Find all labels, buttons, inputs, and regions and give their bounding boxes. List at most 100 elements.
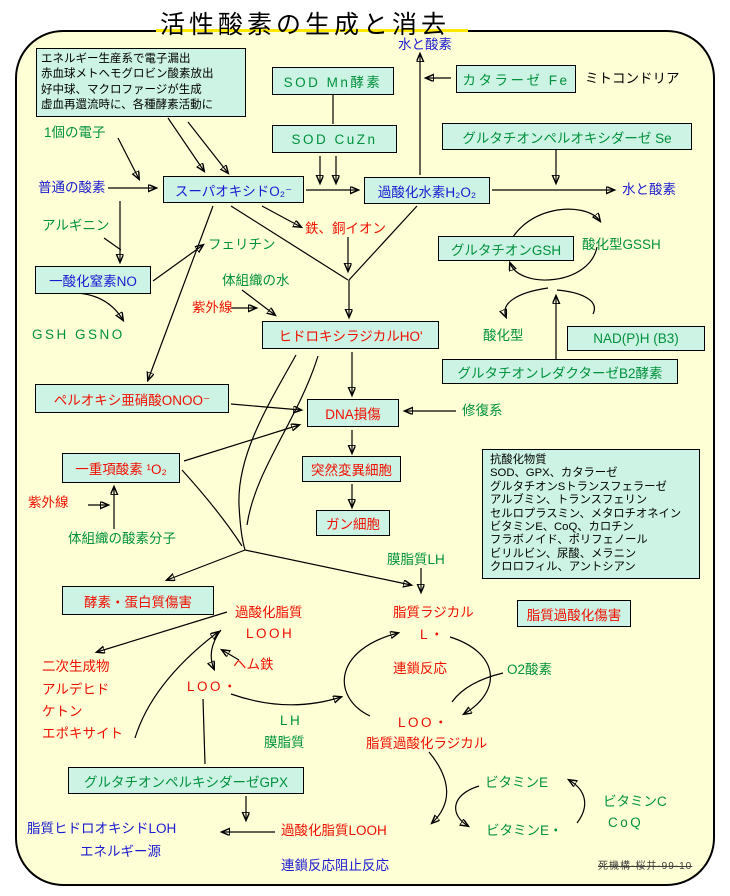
arrow-line xyxy=(183,425,299,462)
arrow-line xyxy=(569,780,586,824)
label-vitamin-e: ビタミンE xyxy=(485,775,549,790)
label-energy-source: エネルギー源 xyxy=(80,844,161,859)
arrow-line xyxy=(167,117,204,171)
info-line: 赤血球メトヘモグロビン酸素放出 xyxy=(41,68,214,81)
label-signature: 死機構-桜井-99-10 xyxy=(598,861,693,872)
label-oxidized: 酸化型 xyxy=(483,328,524,343)
label-vitamin-c: ビタミンC xyxy=(603,794,667,809)
antioxidant-line: 抗酸化物質 xyxy=(490,454,547,466)
label-uv-upper: 紫外線 xyxy=(192,300,233,315)
arrow-line xyxy=(117,137,139,179)
arrow-line xyxy=(449,636,491,714)
arrow-line xyxy=(167,549,246,580)
antioxidant-line: グルタチオンSトランスフェラーゼ xyxy=(490,480,667,493)
antioxidant-line: SOD、GPX、カタラーゼ xyxy=(490,467,618,480)
arrow-line xyxy=(152,245,203,282)
node-singlet-oxygen: 一重項酸素 ¹O₂ xyxy=(62,453,180,483)
label-lipid-peroxidation-radical: 脂質過酸化ラジカル xyxy=(366,736,488,751)
label-chain-reaction: 連鎖反応 xyxy=(393,661,447,676)
label-secondary-products: 二次生成物 xyxy=(42,659,110,674)
label-membrane-lipid-lh: 膜脂質LH xyxy=(387,552,445,567)
node-enzyme-protein-damage: 酵素・蛋白質傷害 xyxy=(62,586,214,615)
label-lipid-peroxide: 過酸化脂質 xyxy=(235,605,303,620)
label-arginine: アルギニン xyxy=(42,218,110,233)
arrow-line xyxy=(181,469,243,547)
label-one-electron: 1個の電子 xyxy=(44,125,106,140)
info-line: 虚血再還流時に、各種酵素活動に xyxy=(41,98,214,111)
antioxidant-line: クロロフィル、アントシアン xyxy=(490,561,636,574)
node-nitric-oxide: 一酸化窒素NO xyxy=(35,266,151,294)
arrow-line xyxy=(187,121,228,173)
arrow-line xyxy=(343,633,398,717)
info-line: 好中球、マクロファージが生成 xyxy=(41,83,202,96)
arrow-line xyxy=(241,289,275,315)
arrow-line xyxy=(261,205,301,227)
node-nadph-b3: NAD(P)H (B3) xyxy=(567,326,705,351)
label-l-radical: L・ xyxy=(420,627,447,642)
label-gsh-gsno: GSH GSNO xyxy=(32,327,125,342)
label-water-oxygen-top: 水と酸素 xyxy=(398,37,452,52)
arrow-line xyxy=(505,287,549,317)
label-oxidized-gssh: 酸化型GSSH xyxy=(582,237,661,252)
label-lipid-peroxide-looh-bottom: 過酸化脂質LOOH xyxy=(281,823,387,838)
arrow-line xyxy=(244,549,411,585)
label-iron-copper-ion: 鉄、銅イオン xyxy=(305,221,386,236)
antioxidant-line: フラボノイド、ポリフェノール xyxy=(490,534,648,547)
antioxidants-box: 抗酸化物質 SOD、GPX、カタラーゼ グルタチオンSトランスフェラーゼ アルブ… xyxy=(482,449,700,579)
label-loo-left: LOO・ xyxy=(187,679,240,694)
label-coq: CoQ xyxy=(608,815,644,830)
label-lh: LH xyxy=(280,713,303,728)
label-epoxide: エポキサイト xyxy=(42,726,123,741)
label-looh-mid: LOOH xyxy=(246,626,295,641)
node-hydrogen-peroxide: 過酸化水素H₂O₂ xyxy=(364,177,490,204)
node-glutathione-peroxidase-se: グルタチオンペルオキシダーゼ Se xyxy=(442,123,692,150)
info-line: エネルギー生産系で電子漏出 xyxy=(41,53,191,65)
node-superoxide: スーパオキシドO₂⁻ xyxy=(163,176,304,203)
arrow-line xyxy=(455,785,480,826)
label-aldehyde: アルデヒド xyxy=(42,682,110,697)
label-lipid-radical: 脂質ラジカル xyxy=(393,605,474,620)
node-catalase-fe: カタラーゼ Fe xyxy=(456,65,576,93)
node-sod-mn: SOD Mn酵素 xyxy=(272,67,394,95)
label-vitamin-e-radical: ビタミンE・ xyxy=(486,823,563,838)
arrow-line xyxy=(556,289,595,315)
node-lipid-peroxidation-damage: 脂質過酸化傷害 xyxy=(517,600,631,627)
arrow-line xyxy=(202,698,206,765)
label-tissue-water: 体組織の水 xyxy=(222,273,290,288)
label-lipid-hydroxide-loh: 脂質ヒドロオキシドLOH xyxy=(27,821,177,836)
arrow-line xyxy=(451,672,504,703)
node-peroxynitrite: ペルオキシ亜硝酸ONOO⁻ xyxy=(35,384,229,413)
arrow-line xyxy=(238,354,297,551)
antioxidant-line: セルロプラスミン、メタロチオネイン xyxy=(490,507,682,520)
node-sod-cuzn: SOD CuZn xyxy=(272,125,397,153)
node-glutathione-peroxidase-gpx: グルタチオンペルキシダーゼGPX xyxy=(68,767,304,794)
arrow-line xyxy=(230,693,341,706)
label-loo-bottom: LOO・ xyxy=(398,715,451,730)
label-mitochondria: ミトコンドリア xyxy=(585,71,680,86)
arrow-line xyxy=(230,205,349,281)
arrow-line xyxy=(222,650,240,661)
generation-sources-box: エネルギー生産系で電子漏出 赤血球メトヘモグロビン酸素放出 好中球、マクロファー… xyxy=(36,48,246,117)
arrow-line xyxy=(103,237,122,251)
label-tissue-oxygen-molecule: 体組織の酸素分子 xyxy=(68,531,176,546)
label-chain-stop-reaction: 連鎖反応阻止反応 xyxy=(281,858,389,873)
node-hydroxyl-radical: ヒドロキシラジカルHO' xyxy=(262,321,439,349)
title-underline xyxy=(156,29,468,32)
node-dna-damage: DNA損傷 xyxy=(307,399,399,427)
arrow-line xyxy=(62,292,123,320)
antioxidant-line: ビリルビン、尿酸、メラニン xyxy=(490,547,637,560)
page-title: 活性酸素の生成と消去 xyxy=(160,12,451,39)
arrow-line xyxy=(246,355,319,526)
node-mutant-cell: 突然変異細胞 xyxy=(302,456,401,482)
label-membrane-lipid: 膜脂質 xyxy=(264,735,305,750)
node-glutathione-reductase-b2: グルタチオンレダクターゼB2酵素 xyxy=(442,359,678,384)
node-glutathione-gsh: グルタチオンGSH xyxy=(438,236,574,261)
arrow-line xyxy=(428,751,448,823)
label-ketone: ケトン xyxy=(42,704,83,719)
arrow-line xyxy=(134,632,218,739)
antioxidant-line: ビタミンE、CoQ、カロチン xyxy=(490,521,634,534)
arrow-line xyxy=(510,246,598,281)
antioxidant-line: アルブミン、トランスフェリン xyxy=(490,494,648,507)
